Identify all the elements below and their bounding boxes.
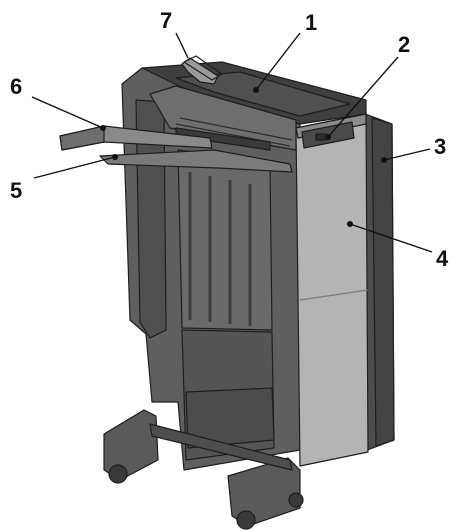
- guide-slots: [188, 172, 252, 326]
- finisher-illustration: [59, 55, 395, 530]
- tray-handle-grip: [183, 55, 223, 81]
- leader-dot-1: [253, 87, 259, 93]
- front-cover-split: [299, 289, 369, 301]
- side-panel-edge: [371, 117, 395, 447]
- lower-tray: [99, 149, 293, 173]
- caster-front-right: [236, 510, 256, 530]
- upper-tray-extension: [59, 125, 105, 151]
- front-cover: [295, 113, 369, 467]
- callout-label-6: 6: [10, 74, 22, 99]
- leader-3: [383, 148, 431, 161]
- top-cover-surface: [175, 71, 351, 117]
- exit-grill: [175, 127, 271, 151]
- exit-ribs: [175, 117, 293, 147]
- leader-7: [175, 32, 189, 59]
- leader-1: [255, 32, 301, 91]
- leader-6: [31, 96, 104, 129]
- callout-label-2: 2: [398, 32, 410, 57]
- callout-label-5: 5: [10, 178, 22, 203]
- callout-labels: 1 2 3 4 5 6 7: [10, 8, 449, 271]
- callout-label-1: 1: [305, 10, 317, 35]
- base-crossbar: [149, 423, 293, 471]
- leader-dot-2: [325, 134, 331, 140]
- callout-label-4: 4: [436, 246, 449, 271]
- callout-label-7: 7: [160, 8, 172, 33]
- control-button: [315, 133, 327, 141]
- leader-dot-5: [112, 154, 118, 160]
- leader-dot-4: [347, 221, 353, 227]
- leader-2: [327, 56, 399, 138]
- paper-guides: [177, 149, 273, 331]
- leader-lines: [31, 32, 433, 253]
- caster-rear: [288, 492, 304, 508]
- leader-dot-6: [100, 125, 106, 131]
- base-left-foot: [103, 409, 159, 481]
- leader-dot-3: [381, 157, 387, 163]
- base-right-foot: [227, 457, 301, 527]
- caster-front-left: [108, 464, 128, 484]
- lower-plate: [185, 387, 275, 449]
- leader-4: [349, 223, 433, 253]
- leader-5: [33, 156, 116, 179]
- callout-label-3: 3: [434, 134, 446, 159]
